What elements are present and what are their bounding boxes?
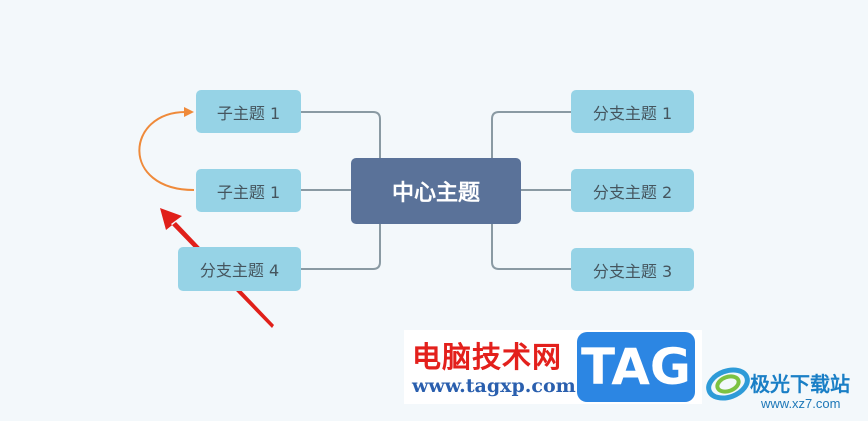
- left-node-3[interactable]: 分支主题 4: [178, 247, 301, 291]
- left-node-2-label: 子主题 1: [216, 182, 281, 202]
- site-logo-name: 极光下载站: [750, 372, 850, 396]
- watermark-title: 电脑技术网: [412, 340, 563, 374]
- connector-left-1: [301, 111, 381, 158]
- watermark-tag-badge: TAG: [577, 332, 695, 402]
- right-node-1-label: 分支主题 1: [592, 103, 673, 123]
- connector-left-3: [301, 223, 381, 270]
- right-node-3[interactable]: 分支主题 3: [571, 248, 694, 291]
- right-node-2[interactable]: 分支主题 2: [571, 169, 694, 212]
- connector-lines: [301, 111, 571, 270]
- connector-right-3: [491, 223, 571, 270]
- watermark-url: www.tagxp.com: [412, 375, 576, 397]
- right-node-2-label: 分支主题 2: [592, 182, 673, 202]
- left-node-1-label: 子主题 1: [216, 103, 281, 123]
- left-node-1[interactable]: 子主题 1: [196, 90, 301, 133]
- connector-right-1: [491, 111, 571, 158]
- site-logo-url: www.xz7.com: [761, 396, 841, 411]
- relation-arrow: [138, 107, 195, 191]
- center-topic-label: 中心主题: [391, 181, 480, 206]
- left-node-2[interactable]: 子主题 1: [196, 169, 301, 212]
- right-node-1[interactable]: 分支主题 1: [571, 90, 694, 133]
- left-node-3-label: 分支主题 4: [199, 261, 280, 280]
- watermark-tag-text: TAG: [581, 338, 691, 396]
- site-logo-icon: [706, 367, 750, 401]
- center-topic[interactable]: 中心主题: [351, 158, 521, 224]
- right-node-3-label: 分支主题 3: [592, 261, 673, 281]
